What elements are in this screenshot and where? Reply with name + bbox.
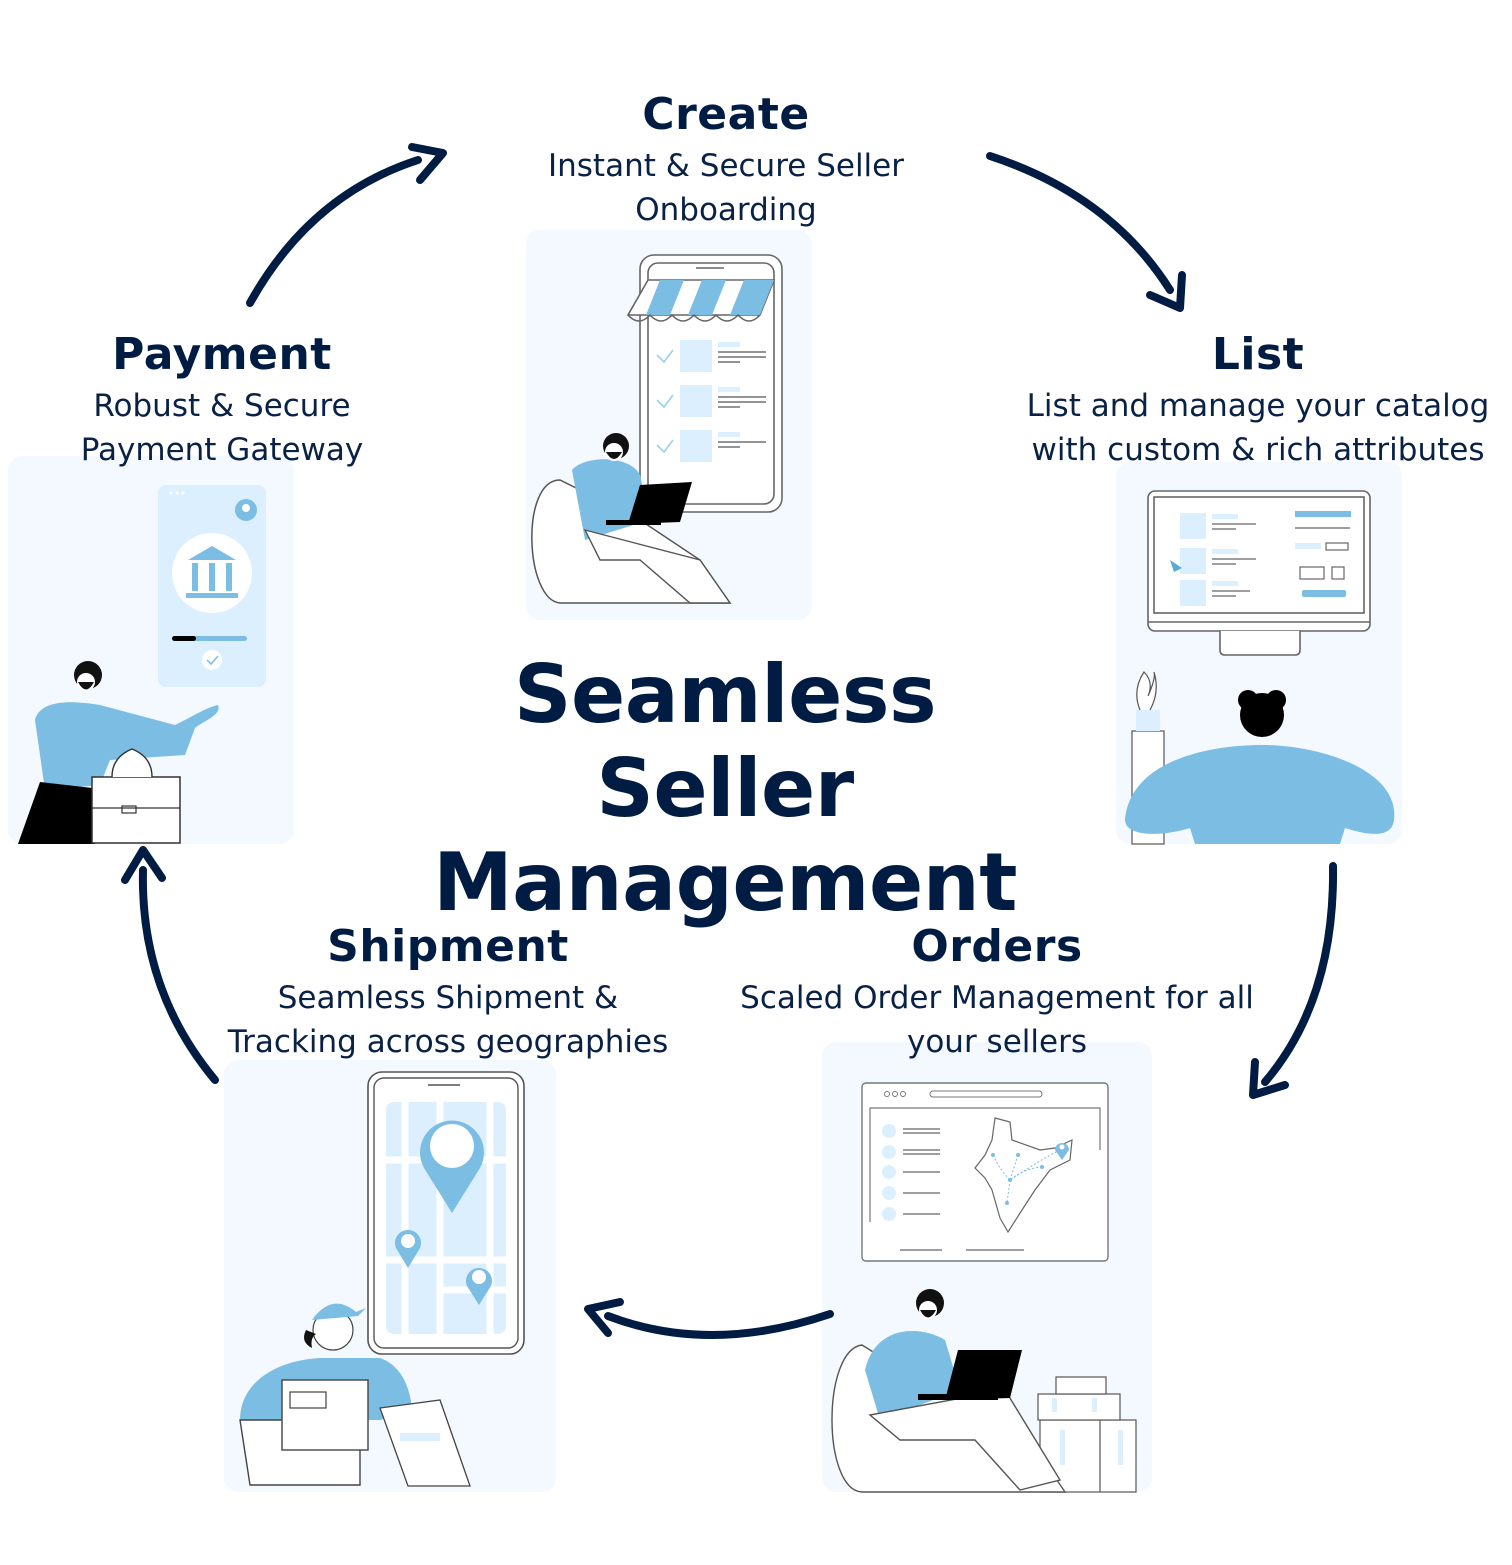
arrow-list-to-orders: [1249, 862, 1338, 1099]
checklist-items: [656, 340, 766, 462]
stage-desc-list-line1: List and manage your catalog: [1026, 388, 1490, 424]
stage-title-create: Create: [642, 89, 810, 140]
stage-desc-create-line1: Instant & Secure Seller: [547, 148, 904, 184]
arrow-orders-to-shipment: [584, 1298, 834, 1339]
person-with-laptop-icon: [531, 433, 732, 604]
person-with-laptop-and-boxes-icon: [831, 1289, 1137, 1493]
stage-desc-orders-line1: Scaled Order Management for all: [740, 980, 1254, 1016]
stage-title-orders: Orders: [911, 921, 1083, 972]
catalog-rows: [1170, 511, 1351, 606]
stage-desc-create-line2: Onboarding: [635, 192, 817, 228]
diagram-title: Seamless Seller Management: [380, 648, 1070, 930]
bank-phone-icon: [158, 485, 266, 687]
stage-desc-payment-line1: Robust & Secure: [93, 388, 351, 424]
map-dashboard-icon: [861, 1082, 1109, 1262]
stage-title-list: List: [1211, 329, 1305, 380]
delivery-person-icon: [239, 1303, 471, 1487]
stage-title-payment: Payment: [112, 329, 332, 380]
arrow-shipment-to-payment: [121, 846, 219, 1084]
storefront-phone-icon: [626, 254, 783, 513]
diagram-title-line1: Seamless Seller: [513, 648, 937, 835]
person-back-view-icon: [1125, 671, 1395, 845]
stage-desc-payment-line2: Payment Gateway: [80, 432, 364, 468]
stage-desc-shipment-line2: Tracking across geographies: [227, 1024, 669, 1060]
businessman-with-briefcase-icon: [18, 661, 219, 844]
stage-desc-shipment-line1: Seamless Shipment &: [277, 980, 619, 1016]
stage-title-shipment: Shipment: [327, 921, 569, 972]
arrow-payment-to-create: [246, 143, 447, 307]
arrow-create-to-list: [986, 152, 1186, 312]
map-phone-icon: [367, 1071, 525, 1355]
stage-desc-list-line2: with custom & rich attributes: [1031, 432, 1485, 468]
diagram-title-line2: Management: [433, 836, 1017, 929]
stage-desc-orders-line2: your sellers: [907, 1024, 1087, 1060]
